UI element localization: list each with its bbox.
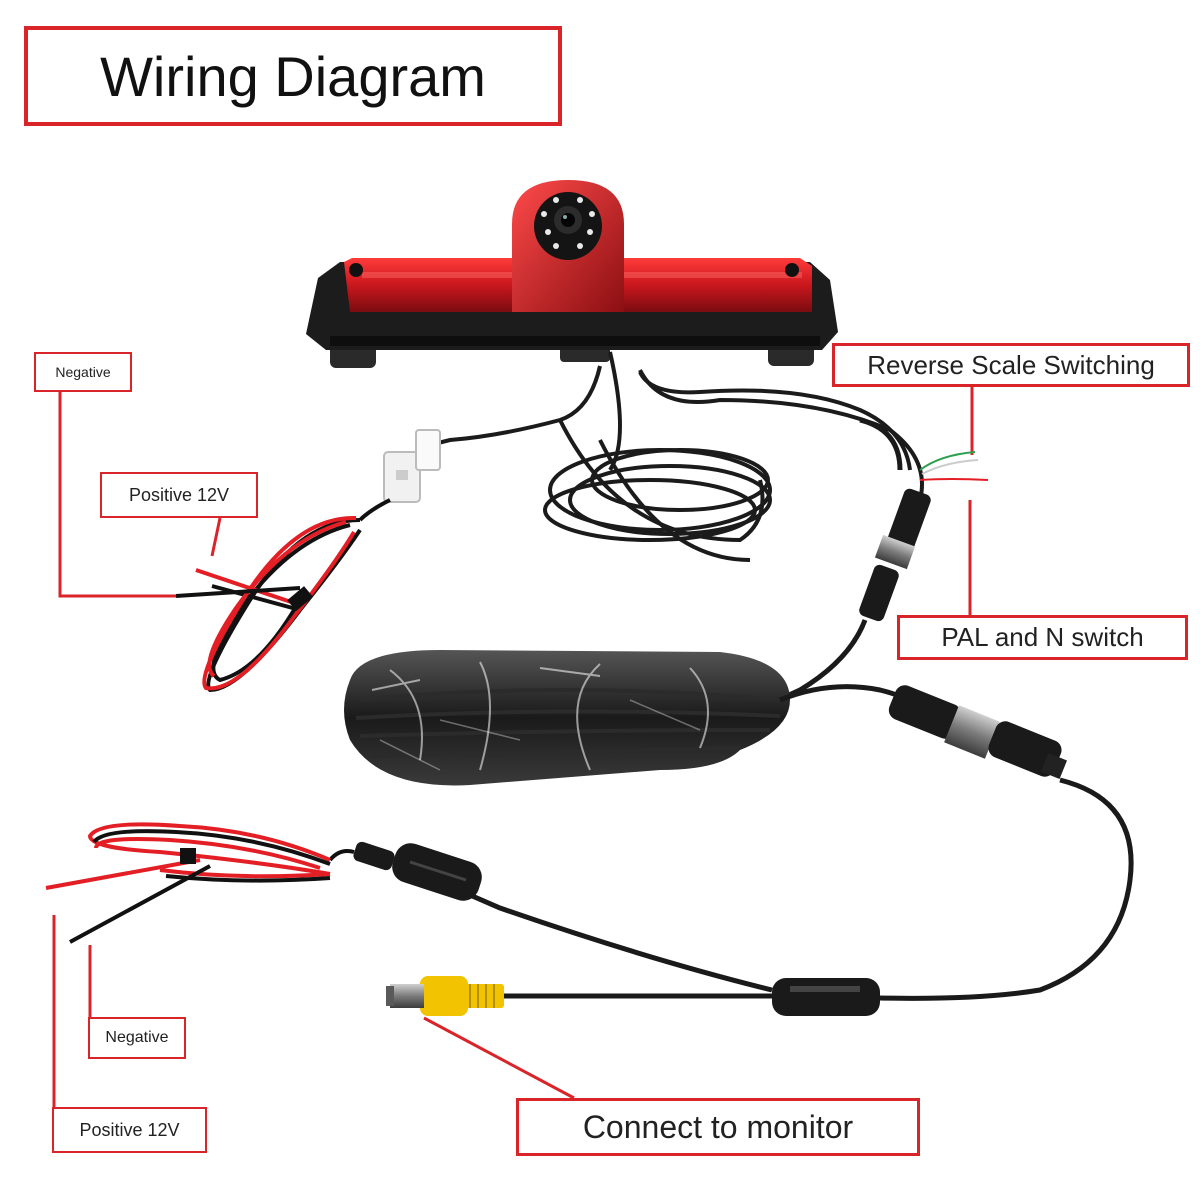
page-title: Wiring Diagram (24, 26, 562, 126)
camera-main-cable (859, 417, 903, 471)
label-reverse-scale-switching: Reverse Scale Switching (832, 343, 1190, 387)
monitor-cable-to-power (469, 892, 773, 993)
label-negative-top: Negative (34, 352, 132, 392)
monitor-cable-long (879, 777, 1134, 1001)
cable-splitter-icon (772, 978, 880, 1016)
power-wire-coil-bottom (45, 822, 331, 944)
label-pal-and-n-switch: PAL and N switch (897, 615, 1188, 660)
power-inline-connector-icon (353, 841, 482, 901)
aviation-connector-upper-icon (859, 488, 931, 622)
label-positive-12v-top: Positive 12V (100, 472, 258, 518)
label-negative-bottom: Negative (88, 1017, 186, 1059)
power-wire-top-lead (358, 498, 391, 522)
camera-to-extension-cable (776, 619, 868, 703)
power-wire-coil-top (175, 515, 362, 693)
extension-cable-coil (344, 650, 790, 786)
callout-lines (52, 387, 974, 1107)
label-positive-12v-bottom: Positive 12V (52, 1107, 207, 1153)
coiled-cable (433, 351, 924, 562)
aviation-connector-lower-icon (888, 685, 1068, 780)
power-wire-bottom-lead (328, 849, 355, 862)
rca-connector-icon (386, 976, 504, 1016)
white-plug-connector (383, 429, 441, 503)
camera-brake-light-icon (306, 180, 838, 368)
switch-wires (919, 451, 989, 481)
label-connect-to-monitor: Connect to monitor (516, 1098, 920, 1156)
